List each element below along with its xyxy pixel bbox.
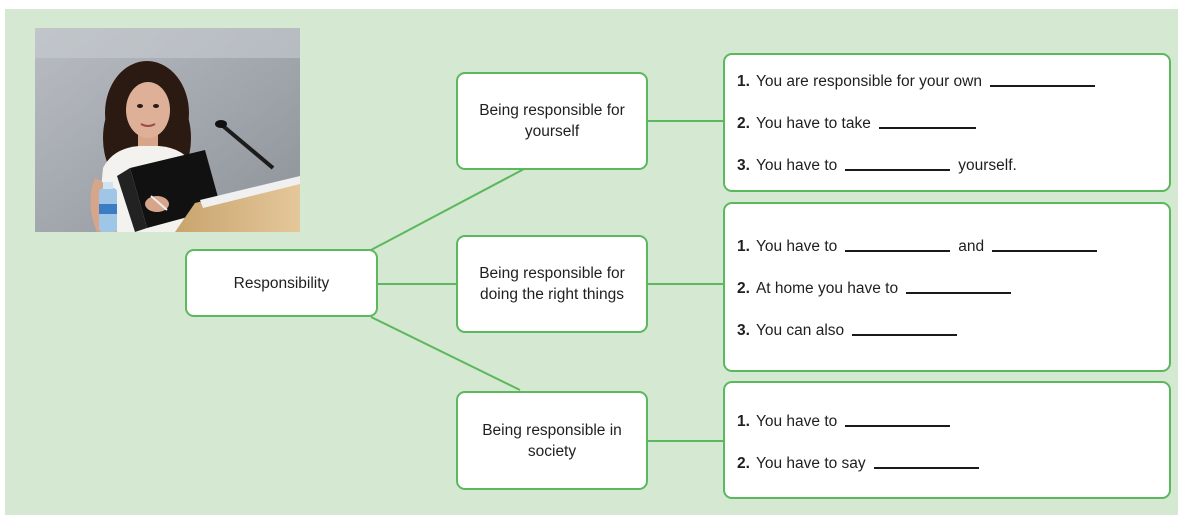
list-item: 2. You have to take [737, 115, 984, 133]
answer-blank[interactable] [845, 425, 951, 427]
list-item: 1. You have to and [737, 238, 1105, 256]
item-number: 1. [737, 413, 750, 430]
answer-blank[interactable] [845, 250, 951, 252]
answer-blank[interactable] [989, 85, 1095, 87]
root-node: Responsibility [185, 249, 378, 317]
item-text-after: yourself. [958, 157, 1017, 174]
answer-blank[interactable] [852, 334, 958, 336]
branch-node-label: Being responsible in society [482, 421, 622, 460]
item-number: 2. [737, 280, 750, 297]
item-text: You have to [755, 413, 838, 430]
item-number: 3. [737, 157, 750, 174]
answer-blank[interactable] [878, 127, 976, 129]
branch-node-right-things: Being responsible for doing the right th… [456, 235, 648, 333]
item-text: You have to [755, 238, 838, 255]
item-text: You can also [755, 322, 845, 339]
list-item: 2. At home you have to [737, 280, 1019, 298]
branch-node-label: Being responsible for yourself [479, 102, 625, 140]
list-item: 1. You have to [737, 413, 958, 431]
root-node-label: Responsibility [233, 274, 330, 292]
answer-blank[interactable] [906, 292, 1012, 294]
item-number: 2. [737, 455, 750, 472]
item-number: 1. [737, 73, 750, 90]
item-number: 3. [737, 322, 750, 339]
branch-node-label: Being responsible for doing the right th… [479, 265, 625, 303]
item-text: You are responsible for your own [755, 73, 982, 90]
item-text: You have to say [755, 455, 866, 472]
branch-node-society: Being responsible in society [456, 391, 648, 490]
answer-blank[interactable] [845, 169, 951, 171]
item-number: 2. [737, 115, 750, 132]
list-item: 3. You can also [737, 322, 965, 340]
branch-node-yourself: Being responsible for yourself [456, 72, 648, 170]
connector-root-to-branch-3 [370, 316, 521, 391]
list-box-right-things: 1. You have to and 2. At home you have t… [723, 202, 1171, 372]
list-item: 1. You are responsible for your own [737, 73, 1103, 91]
item-text: You have to [755, 157, 838, 174]
woman-at-podium-photo [35, 28, 300, 232]
list-item: 3. You have to yourself. [737, 157, 1017, 175]
list-box-society: 1. You have to 2. You have to say [723, 381, 1171, 499]
answer-blank[interactable] [992, 250, 1098, 252]
item-text: You have to take [755, 115, 871, 132]
item-number: 1. [737, 238, 750, 255]
connector-root-to-branch-1 [370, 168, 525, 251]
answer-blank[interactable] [873, 467, 979, 469]
item-text: At home you have to [755, 280, 899, 297]
list-box-yourself: 1. You are responsible for your own 2. Y… [723, 53, 1171, 192]
list-item: 2. You have to say [737, 455, 987, 473]
item-text-after: and [958, 238, 985, 255]
